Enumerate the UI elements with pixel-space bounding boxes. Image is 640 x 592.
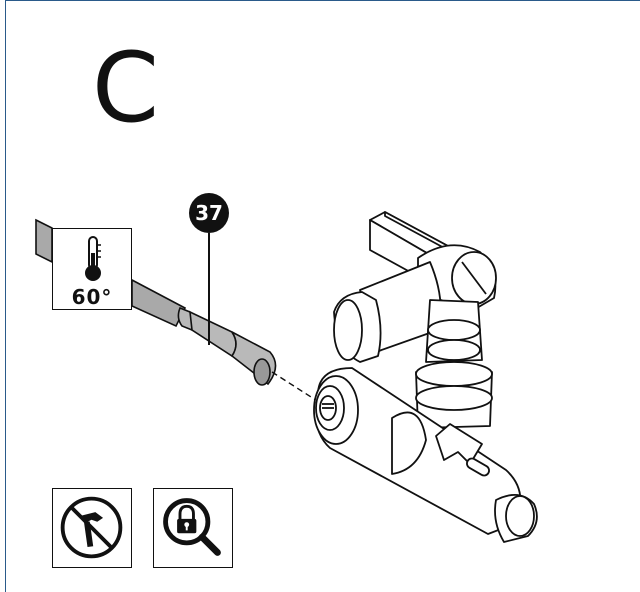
lock-inspect-box [153,488,233,568]
callout-number: 37 [189,193,229,233]
no-hammer-icon [60,496,123,559]
temperature-label: 60° [71,285,113,309]
valve-body [313,211,538,543]
pipe [35,218,187,328]
temperature-box: 60° [52,228,132,310]
thermometer-icon [85,236,101,281]
no-hammer-box [52,488,132,568]
pipe-fitting [177,306,277,386]
lock-inspect-icon [163,498,221,556]
step-letter: C [92,32,160,144]
page-frame [5,0,640,592]
